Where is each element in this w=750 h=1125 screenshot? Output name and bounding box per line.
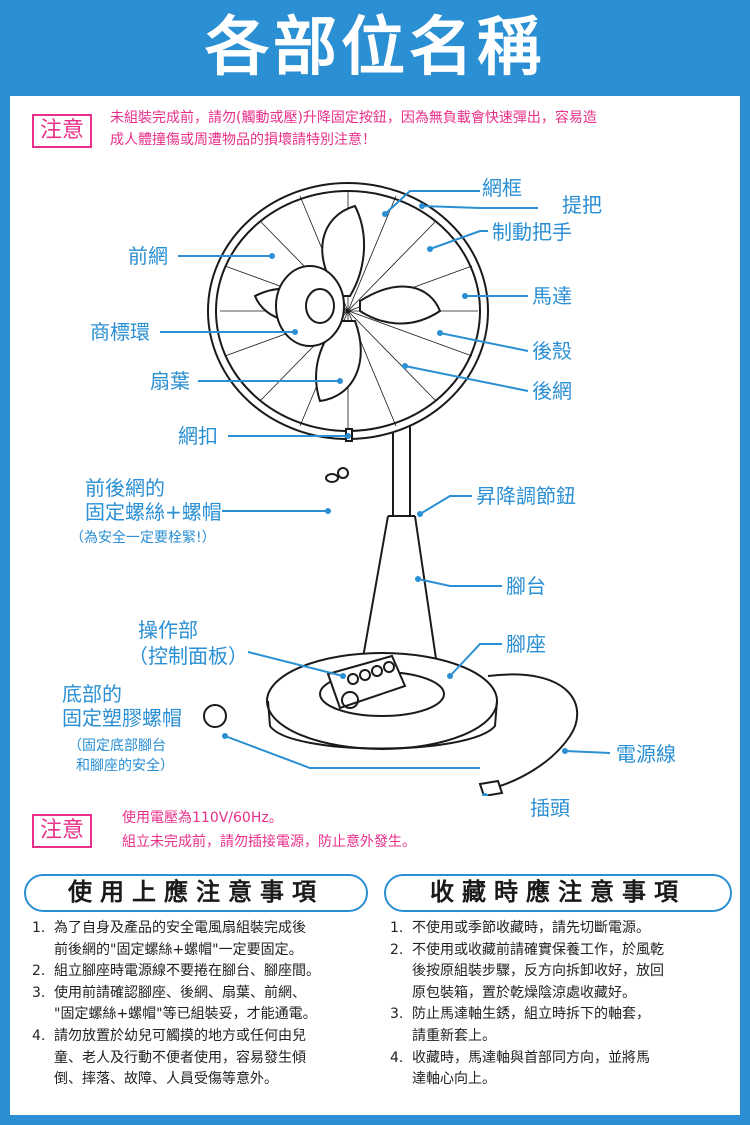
warning-text-top-2: 成人體撞傷或周遭物品的損壞請特別注意！ [110,132,376,148]
fan-diagram [160,182,611,796]
warning-badge-top: 注意 [32,114,93,148]
list-item: 2. 不使用或收藏前請確實保養工作，於風乾後按原組裝步驟，反方向拆卸收好，放回原包… [390,940,735,1005]
label-control-1: 操作部 [138,618,198,642]
warning-badge-bottom: 注意 [32,814,93,848]
label-brake-handle: 制動把手 [492,220,572,244]
list-item: 2. 組立腳座時電源線不要捲在腳台、腳座間。 [32,961,372,983]
label-front-net: 前網 [128,244,168,268]
label-bottom-note-2: 和腳座的安全） [76,758,174,774]
list-item-number: 3. [390,1006,404,1023]
list-item-number: 4. [390,1049,404,1066]
label-blade: 扇葉 [150,369,190,393]
label-screws-note: （為安全一定要栓緊!） [70,530,216,546]
list-item-number: 3. [32,984,46,1001]
list-item-line: 不使用或季節收藏時，請先切斷電源。 [412,920,650,936]
label-screws-1: 前後網的 [85,476,165,500]
list-item-line: "固定螺絲+螺帽"等已組裝妥，才能通電。 [54,1006,317,1023]
storage-list: 1. 不使用或季節收藏時，請先切斷電源。 2. 不使用或收藏前請確實保養工作，於風乾後… [390,918,735,1091]
list-item-line: 使用前請確認腳座、後網、扇葉、前網、 [54,984,306,1001]
storage-heading: 收藏時應注意事項 [384,874,732,912]
usage-list: 1. 為了自身及產品的安全電風扇組裝完成後前後網的"固定螺絲+螺帽"一定要固定。 2… [32,918,372,1091]
list-item-number: 2. [32,963,46,980]
list-item-line: 組立腳座時電源線不要捲在腳台、腳座間。 [54,963,320,980]
label-height-knob: 昇降調節鈕 [476,484,576,508]
warning-text-bottom-1: 使用電壓為110V/60Hz。 [122,810,283,826]
list-item-line: 倒、摔落、故障、人員受傷等意外。 [54,1071,278,1088]
list-item-line: 原包裝箱，置於乾燥陰涼處收藏好。 [412,984,636,1001]
label-bottom-note-1: （固定底部腳台 [68,738,166,754]
label-bottom-nut-1: 底部的 [62,682,122,706]
list-item-line: 達軸心向上。 [412,1071,496,1088]
list-item-line: 童、老人及行動不便者使用，容易發生傾 [54,1049,306,1066]
list-item: 1. 不使用或季節收藏時，請先切斷電源。 [390,918,735,940]
list-item-line: 不使用或收藏前請確實保養工作，於風乾 [412,941,664,958]
label-screws-2: 固定螺絲+螺帽 [85,500,222,524]
warning-text-top-1: 未組裝完成前，請勿(觸動或壓)升降固定按鈕，因為無負載會快速彈出，容易造 [110,110,597,126]
label-logo-ring: 商標環 [90,320,150,344]
label-rear-net: 後網 [532,379,572,403]
label-rear-shell: 後殼 [532,339,572,363]
list-item-line: 請重新套上。 [412,1027,496,1044]
list-item-number: 1. [32,920,46,936]
label-net-frame: 網框 [482,176,522,200]
label-control-2: （控制面板） [128,644,248,668]
usage-heading: 使用上應注意事項 [24,874,368,912]
list-item-line: 為了自身及產品的安全電風扇組裝完成後 [54,920,306,936]
label-power-cord: 電源線 [616,742,676,766]
list-item-number: 2. [390,941,404,958]
list-item-line: 前後網的"固定螺絲+螺帽"一定要固定。 [54,941,303,958]
list-item: 1. 為了自身及產品的安全電風扇組裝完成後前後網的"固定螺絲+螺帽"一定要固定。 [32,918,372,961]
list-item-line: 請勿放置於幼兒可觸摸的地方或任何由兒 [54,1027,306,1044]
page-title: 各部位名稱 [205,11,545,85]
label-bottom-nut-2: 固定塑膠螺帽 [62,706,182,730]
label-net-clip: 網扣 [178,424,218,448]
list-item: 3. 使用前請確認腳座、後網、扇葉、前網、 "固定螺絲+螺帽"等已組裝妥，才能通電。 [32,983,372,1026]
list-item-line: 防止馬達軸生銹，組立時拆下的軸套， [412,1006,650,1023]
list-item-line: 後按原組裝步驟，反方向拆卸收好，放回 [412,963,664,980]
list-item-number: 1. [390,920,404,936]
list-item: 3. 防止馬達軸生銹，組立時拆下的軸套， 請重新套上。 [390,1004,735,1047]
list-item: 4. 收藏時，馬達軸與首部同方向，並將馬達軸心向上。 [390,1048,735,1091]
label-handle: 提把 [562,193,602,217]
label-base: 腳座 [506,632,546,656]
label-plug: 插頭 [530,796,570,820]
content-panel: 注意 未組裝完成前，請勿(觸動或壓)升降固定按鈕，因為無負載會快速彈出，容易造 … [10,96,740,1115]
warning-text-bottom-2: 組立未完成前，請勿插接電源，防止意外發生。 [122,834,416,850]
list-item-line: 收藏時，馬達軸與首部同方向，並將馬 [412,1049,650,1066]
list-item-number: 4. [32,1027,46,1044]
label-motor: 馬達 [532,284,572,308]
list-item: 4. 請勿放置於幼兒可觸摸的地方或任何由兒童、老人及行動不便者使用，容易發生傾倒、… [32,1026,372,1091]
label-stand: 腳台 [506,574,546,598]
